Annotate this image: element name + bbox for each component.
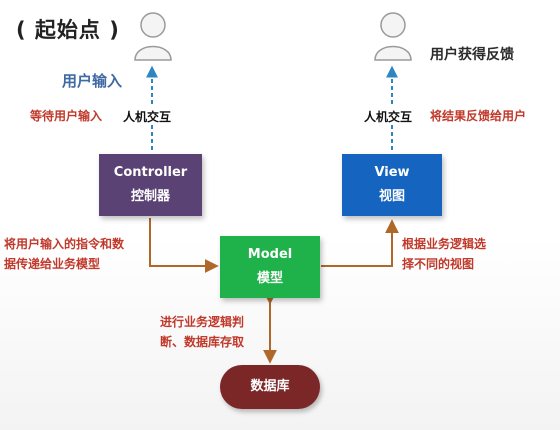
start-label: ( 起始点 ) <box>16 18 120 42</box>
model-to-view-arrow <box>321 219 399 267</box>
user-icon-right <box>374 12 412 61</box>
controller-to-model-line2: 据传递给业务模型 <box>4 257 101 271</box>
model-title: Model <box>247 247 293 262</box>
model-box: Model 模型 <box>220 236 320 298</box>
model-to-view-line1: 根据业务逻辑选 <box>402 237 487 251</box>
right-interaction-label: 人机交互 <box>362 108 415 125</box>
model-subtitle: 模型 <box>256 271 283 286</box>
model-db-line2: 断、数据库存取 <box>160 335 245 349</box>
database-label: 数据库 <box>250 379 290 394</box>
controller-subtitle: 控制器 <box>130 189 170 204</box>
model-to-view-line2: 择不同的视图 <box>402 257 475 271</box>
model-db-label: 进行业务逻辑判 断、数据库存取 <box>160 312 244 352</box>
controller-to-model-arrow <box>149 218 219 273</box>
model-db-line1: 进行业务逻辑判 <box>160 315 245 329</box>
view-subtitle: 视图 <box>378 189 405 204</box>
view-box: View 视图 <box>342 154 442 216</box>
user-icon-left <box>134 12 172 61</box>
return-feedback-label: 将结果反馈给用户 <box>430 109 527 123</box>
database-pill: 数据库 <box>220 365 320 409</box>
model-to-view-label: 根据业务逻辑选 择不同的视图 <box>402 234 486 274</box>
wait-input-label: 等待用户输入 <box>30 109 103 123</box>
controller-title: Controller <box>113 165 188 180</box>
feedback-label: 用户获得反馈 <box>430 47 514 63</box>
controller-to-model-line1: 将用户输入的指令和数 <box>4 237 125 251</box>
left-interaction-label: 人机交互 <box>121 108 174 125</box>
user-input-label: 用户输入 <box>62 72 123 90</box>
controller-box: Controller 控制器 <box>99 154 202 216</box>
controller-to-model-label: 将用户输入的指令和数 据传递给业务模型 <box>4 234 124 274</box>
view-title: View <box>374 165 410 180</box>
